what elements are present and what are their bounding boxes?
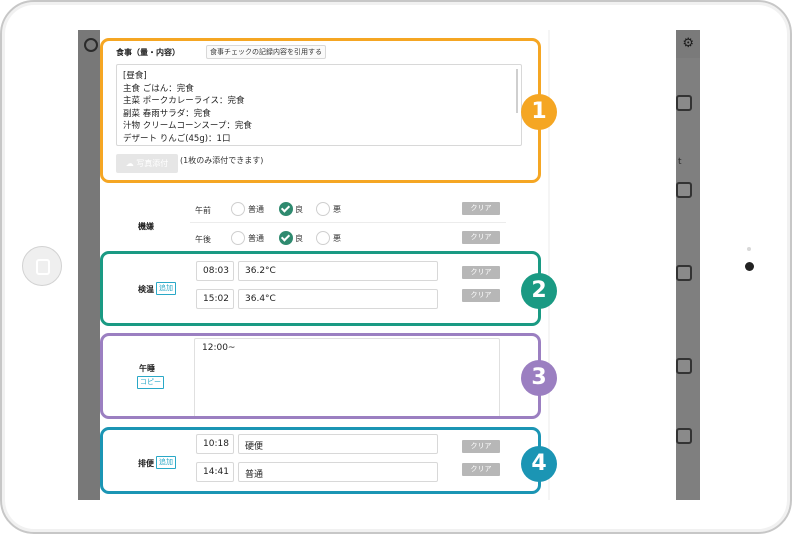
scrollbar[interactable]	[548, 30, 550, 500]
temperature-clear-button[interactable]: クリア	[462, 289, 500, 302]
bowel-clear-button[interactable]: クリア	[462, 463, 500, 476]
bowel-time-input[interactable]: 10:18	[196, 434, 234, 454]
radio-label: 悪	[333, 205, 341, 214]
mood-pm-bad-radio[interactable]	[316, 231, 330, 245]
mood-label: 機嫌	[138, 222, 154, 231]
mood-pm-clear-button[interactable]: クリア	[462, 231, 500, 244]
callout-box-4	[100, 427, 541, 494]
camera-icon[interactable]	[676, 358, 692, 374]
camera-icon[interactable]	[676, 428, 692, 444]
nap-textarea[interactable]: 12:00~	[194, 338, 500, 418]
meal-label: 食事（量・内容）	[116, 48, 180, 57]
meal-line: 主食 ごはん：完食	[123, 83, 194, 94]
temperature-time-input[interactable]: 15:02	[196, 289, 234, 309]
bowel-value-input[interactable]: 普通	[238, 462, 438, 482]
sensor-dot	[747, 247, 751, 251]
temperature-value-input[interactable]: 36.4°C	[238, 289, 438, 309]
mood-am-normal-radio[interactable]	[231, 202, 245, 216]
nap-text: 12:00~	[202, 343, 236, 353]
radio-label: 悪	[333, 234, 341, 243]
meal-line: 汁物 クリームコーンスープ：完食	[123, 121, 252, 131]
meal-line: 副菜 春雨サラダ：完食	[123, 108, 211, 119]
bowel-clear-button[interactable]: クリア	[462, 440, 500, 453]
photo-attach-button[interactable]: ☁ 写真添付	[116, 154, 178, 173]
bowel-time-input[interactable]: 14:41	[196, 462, 234, 482]
temperature-label: 検温	[138, 285, 154, 294]
screen: ⚙ t 食事（量・内容） 食事チェックの記録内容を引用する [昼食] 主食 ごは…	[78, 30, 700, 500]
temperature-value-input[interactable]: 36.2°C	[238, 261, 438, 281]
background-text: t	[678, 157, 682, 167]
bowel-label: 排便	[138, 459, 154, 468]
quote-meal-button[interactable]: 食事チェックの記録内容を引用する	[206, 45, 326, 59]
photo-note: (1枚のみ添付できます)	[180, 156, 264, 165]
temperature-clear-button[interactable]: クリア	[462, 266, 500, 279]
meal-line: [昼食]	[123, 71, 147, 81]
callout-box-3	[100, 333, 541, 419]
meal-line: 主菜 ポークカレーライス：完食	[123, 96, 245, 106]
callout-box-2	[100, 251, 541, 326]
mood-pm-normal-radio[interactable]	[231, 231, 245, 245]
record-form: 食事（量・内容） 食事チェックの記録内容を引用する [昼食] 主食 ごはん：完食…	[100, 30, 676, 500]
callout-badge-4: 4	[521, 446, 557, 482]
camera-icon[interactable]	[676, 182, 692, 198]
meal-line: デザート りんご(45g)：1口	[123, 133, 231, 144]
radio-label: 普通	[248, 234, 264, 243]
mood-pm-good-radio[interactable]	[279, 231, 293, 245]
textarea-scrollbar[interactable]	[516, 69, 518, 113]
meal-textarea[interactable]: [昼食] 主食 ごはん：完食 主菜 ポークカレーライス：完食 副菜 春雨サラダ：…	[116, 64, 522, 146]
nap-copy-button[interactable]: コピー	[137, 376, 164, 389]
mood-period-am: 午前	[195, 206, 211, 215]
radio-label: 普通	[248, 205, 264, 214]
radio-label: 良	[295, 234, 303, 243]
mood-am-good-radio[interactable]	[279, 202, 293, 216]
bowel-add-button[interactable]: 追加	[156, 456, 176, 469]
photo-attach-label: 写真添付	[136, 159, 169, 168]
temperature-time-input[interactable]: 08:03	[196, 261, 234, 281]
bowel-value-input[interactable]: 硬便	[238, 434, 438, 454]
camera	[745, 262, 754, 271]
mood-period-pm: 午後	[195, 235, 211, 244]
callout-box-1	[100, 38, 541, 183]
radio-label: 良	[295, 205, 303, 214]
temperature-add-button[interactable]: 追加	[156, 282, 176, 295]
cloud-upload-icon: ☁	[125, 159, 134, 168]
home-icon	[36, 259, 50, 275]
callout-badge-2: 2	[521, 273, 557, 309]
camera-icon[interactable]	[676, 265, 692, 281]
left-strip	[78, 30, 100, 500]
mood-am-clear-button[interactable]: クリア	[462, 202, 500, 215]
nap-label: 午睡	[139, 364, 155, 373]
camera-icon[interactable]	[676, 95, 692, 111]
menu-icon[interactable]	[84, 38, 98, 52]
gear-icon[interactable]: ⚙	[682, 36, 694, 51]
mood-am-bad-radio[interactable]	[316, 202, 330, 216]
callout-badge-1: 1	[521, 94, 557, 130]
home-button[interactable]	[22, 246, 62, 286]
callout-badge-3: 3	[521, 360, 557, 396]
divider	[190, 222, 506, 223]
